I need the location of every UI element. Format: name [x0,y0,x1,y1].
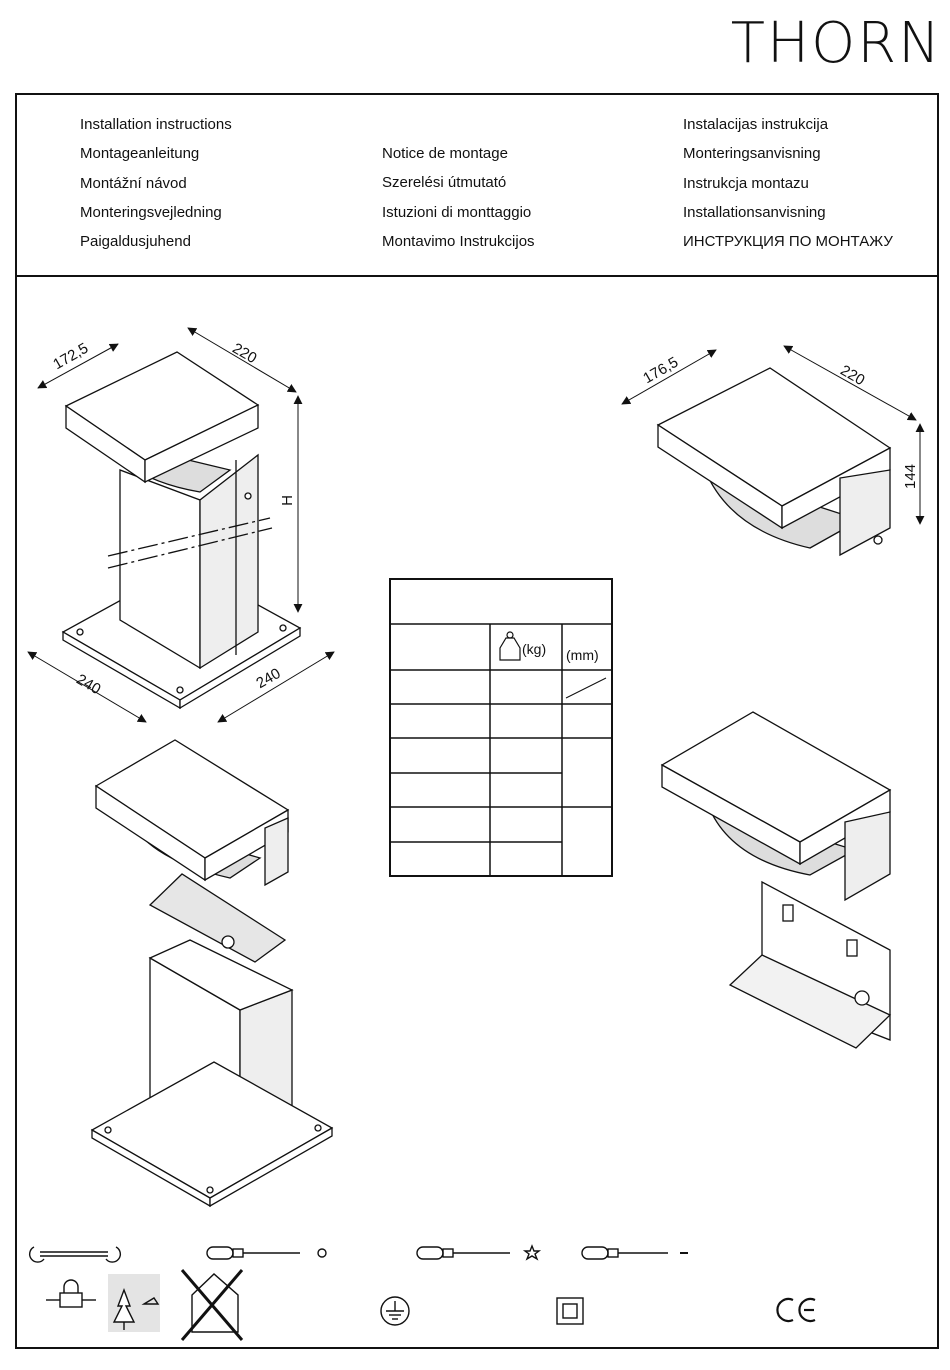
no-indoor-use-icon [180,1269,244,1341]
earth-ground-icon [380,1296,410,1326]
title-lv: Instalacijas instrukcija [683,116,829,133]
tree-cleaning-icon [108,1274,160,1332]
title-cs: Montážní návod [80,174,187,192]
screwdriver-torx-icon [206,1246,327,1260]
title-ru: ИНСТРУКЦИЯ ПО МОНТАЖУ [683,233,893,251]
title-column-2: Notice de montage Szerelési útmutató Ist… [382,143,535,260]
weight-icon [499,637,521,661]
control-gear-tray [148,873,287,963]
title-lt: Montavimo Instrukcijos [382,232,535,250]
weight-unit: (kg) [522,641,547,657]
document-frame [15,93,939,1349]
screwdriver-star-icon [416,1244,542,1261]
class-ii-icon [556,1297,584,1325]
title-de: Montageanleitung [80,145,200,163]
title-no: Monteringsanvisning [683,145,821,163]
title-en: Installation instructions [80,116,232,133]
exploded-wall-drawing [660,711,892,1049]
header-divider [15,275,939,277]
wall-dimension-lines [621,345,925,525]
title-it: Istuzioni di monttaggio [382,203,532,221]
bollard-dimension-lines [27,327,335,723]
title-sv: Installationsanvisning [683,203,826,221]
cable-connector-icon [46,1279,96,1308]
thorn-logo: THORN [730,11,942,76]
dimension-unit: (mm) [566,647,599,663]
title-column-1: Installation instructions Montageanleitu… [80,114,232,260]
title-pl: Instrukcja montazu [683,174,809,192]
exploded-bollard-drawing [90,739,334,1208]
title-column-3: Instalacijas instrukcija Monteringsanvis… [683,114,893,260]
wrench-icon [28,1246,122,1263]
title-da: Monteringsvejledning [80,203,222,221]
screwdriver-flat-icon [581,1246,688,1260]
title-fr: Notice de montage [382,145,508,162]
title-hu: Szerelési útmutató [382,174,507,192]
title-et: Paigaldusjuhend [80,233,191,251]
ce-mark-icon [776,1297,816,1323]
